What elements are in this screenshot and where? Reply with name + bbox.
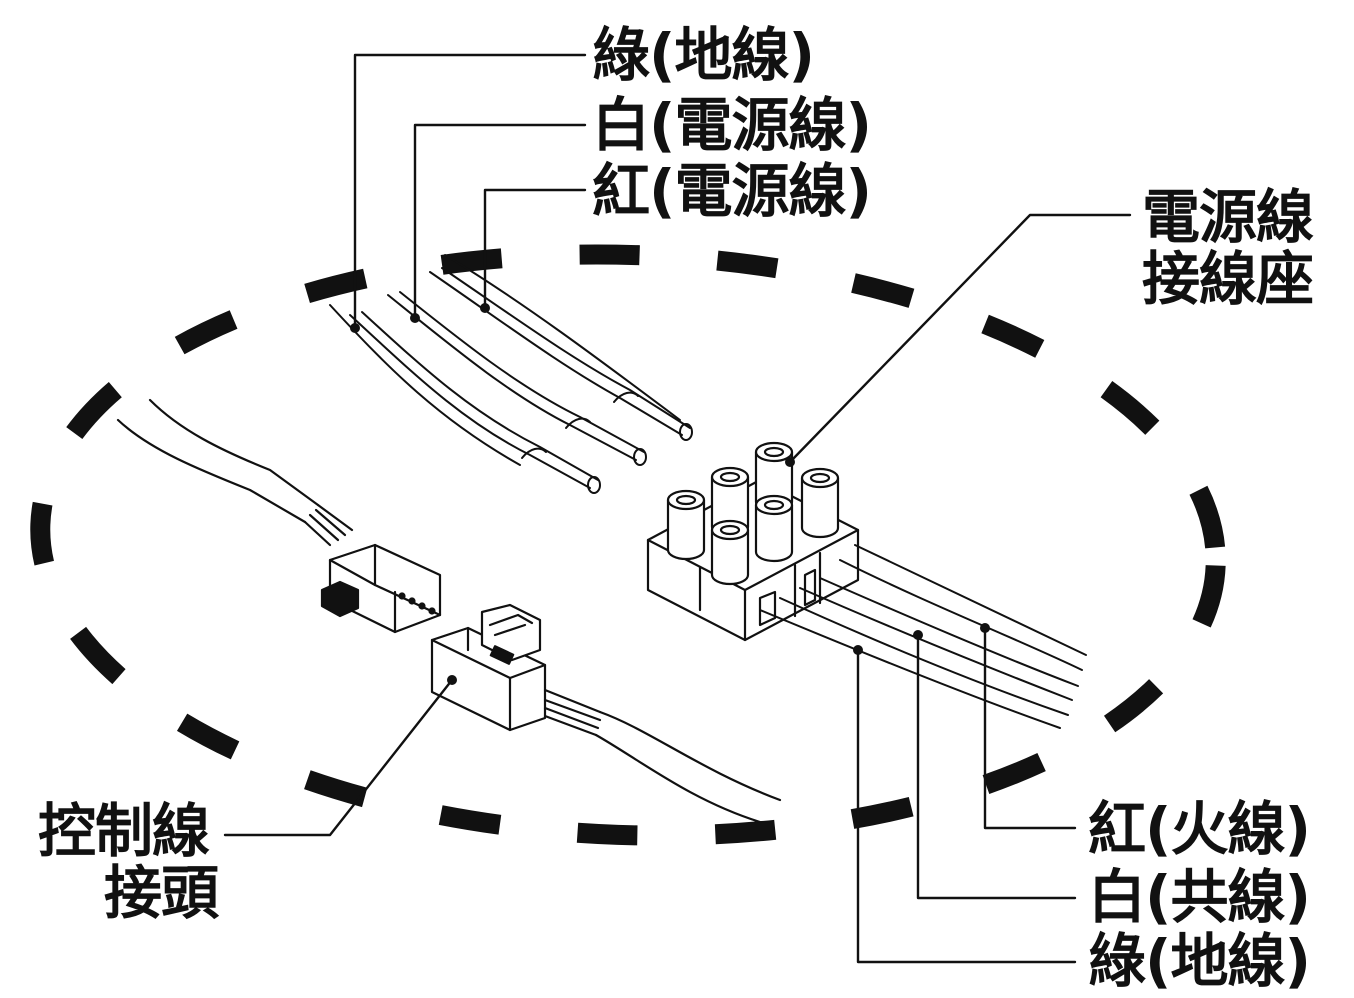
leader-lines xyxy=(223,53,1132,964)
label-bottom-red: 紅(火線) xyxy=(1088,795,1311,863)
terminal-output-wires xyxy=(759,544,1087,729)
terminal-block xyxy=(646,441,1087,729)
label-top-red: 紅(電源線) xyxy=(592,157,872,225)
power-cable-top xyxy=(329,254,693,494)
detail-ellipse xyxy=(30,244,1226,846)
label-terminal-block-1: 電源線 xyxy=(1142,183,1314,251)
leader-dots xyxy=(350,303,990,685)
label-bottom-green: 綠(地線) xyxy=(1088,927,1311,995)
label-control-2: 接頭 xyxy=(104,859,219,927)
control-cable-left xyxy=(116,398,442,634)
label-control-1: 控制線 xyxy=(38,797,210,865)
label-terminal-block-2: 接線座 xyxy=(1142,245,1314,313)
control-connector-male xyxy=(430,603,782,824)
label-top-white: 白(電源線) xyxy=(592,91,872,159)
screw-posts xyxy=(666,441,840,586)
label-top-green: 綠(地線) xyxy=(592,21,815,89)
label-bottom-white: 白(共線) xyxy=(1088,863,1311,931)
